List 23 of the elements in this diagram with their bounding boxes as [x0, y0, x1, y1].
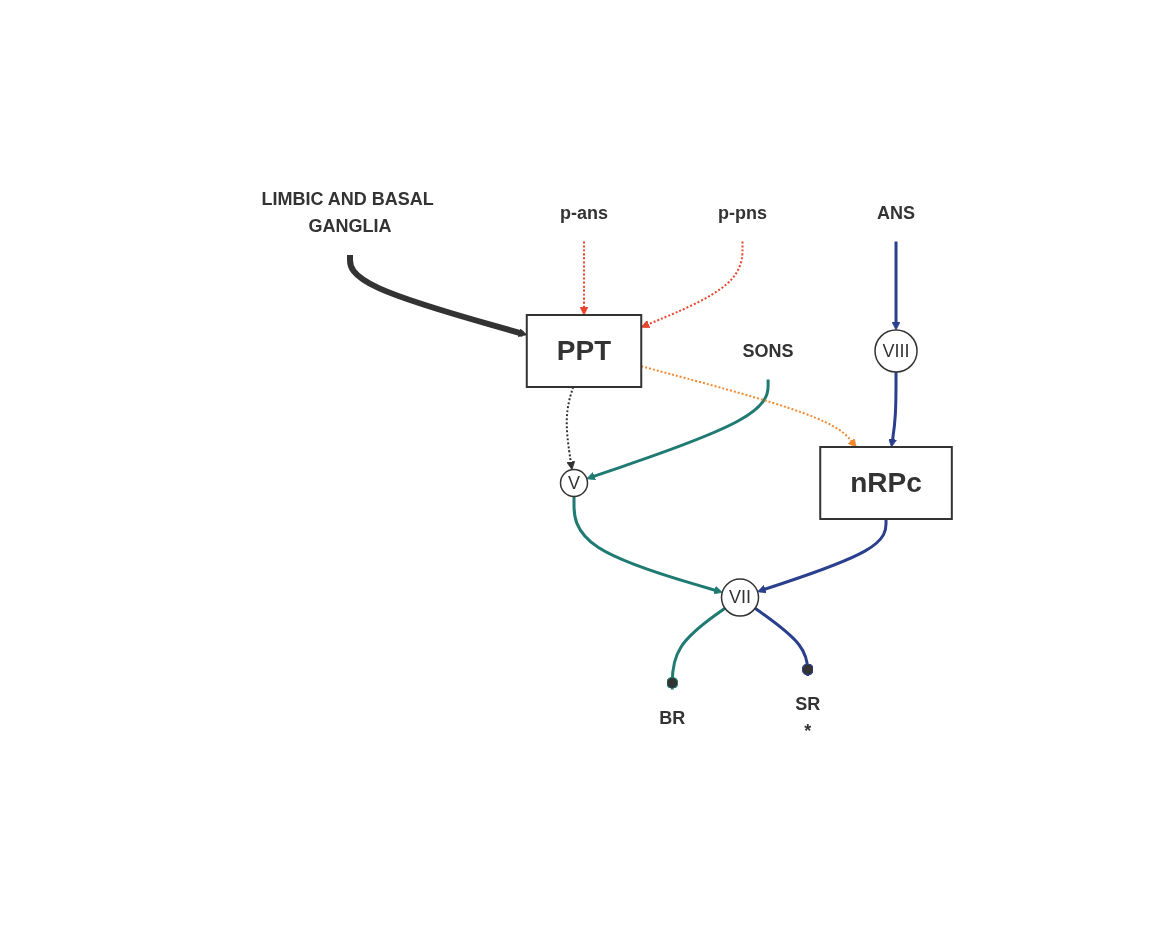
node-label: * — [803, 721, 811, 741]
node-box: PPT — [525, 314, 642, 388]
arrow — [565, 386, 575, 471]
arrow — [572, 496, 723, 595]
connector — [665, 607, 726, 690]
node-text: LIMBIC AND BASAL GANGLIA — [261, 188, 434, 236]
node-text: ANS — [876, 202, 915, 223]
node-box: nRPc — [818, 446, 953, 520]
node-text: p-pns — [717, 202, 767, 223]
arrow — [891, 241, 900, 331]
node-text: p-ans — [559, 202, 608, 223]
node-text: BR — [658, 707, 685, 728]
arrow — [640, 240, 744, 329]
connector — [753, 607, 814, 676]
node-text: SONS — [742, 340, 794, 361]
node-circle: V — [559, 468, 588, 498]
arrow — [887, 372, 898, 448]
node-circle: VIII — [873, 329, 918, 373]
arrow — [579, 240, 588, 316]
arrow — [756, 519, 888, 594]
node-text: SR — [794, 694, 820, 714]
arrow — [586, 379, 770, 481]
node-circle: VII — [720, 578, 759, 617]
